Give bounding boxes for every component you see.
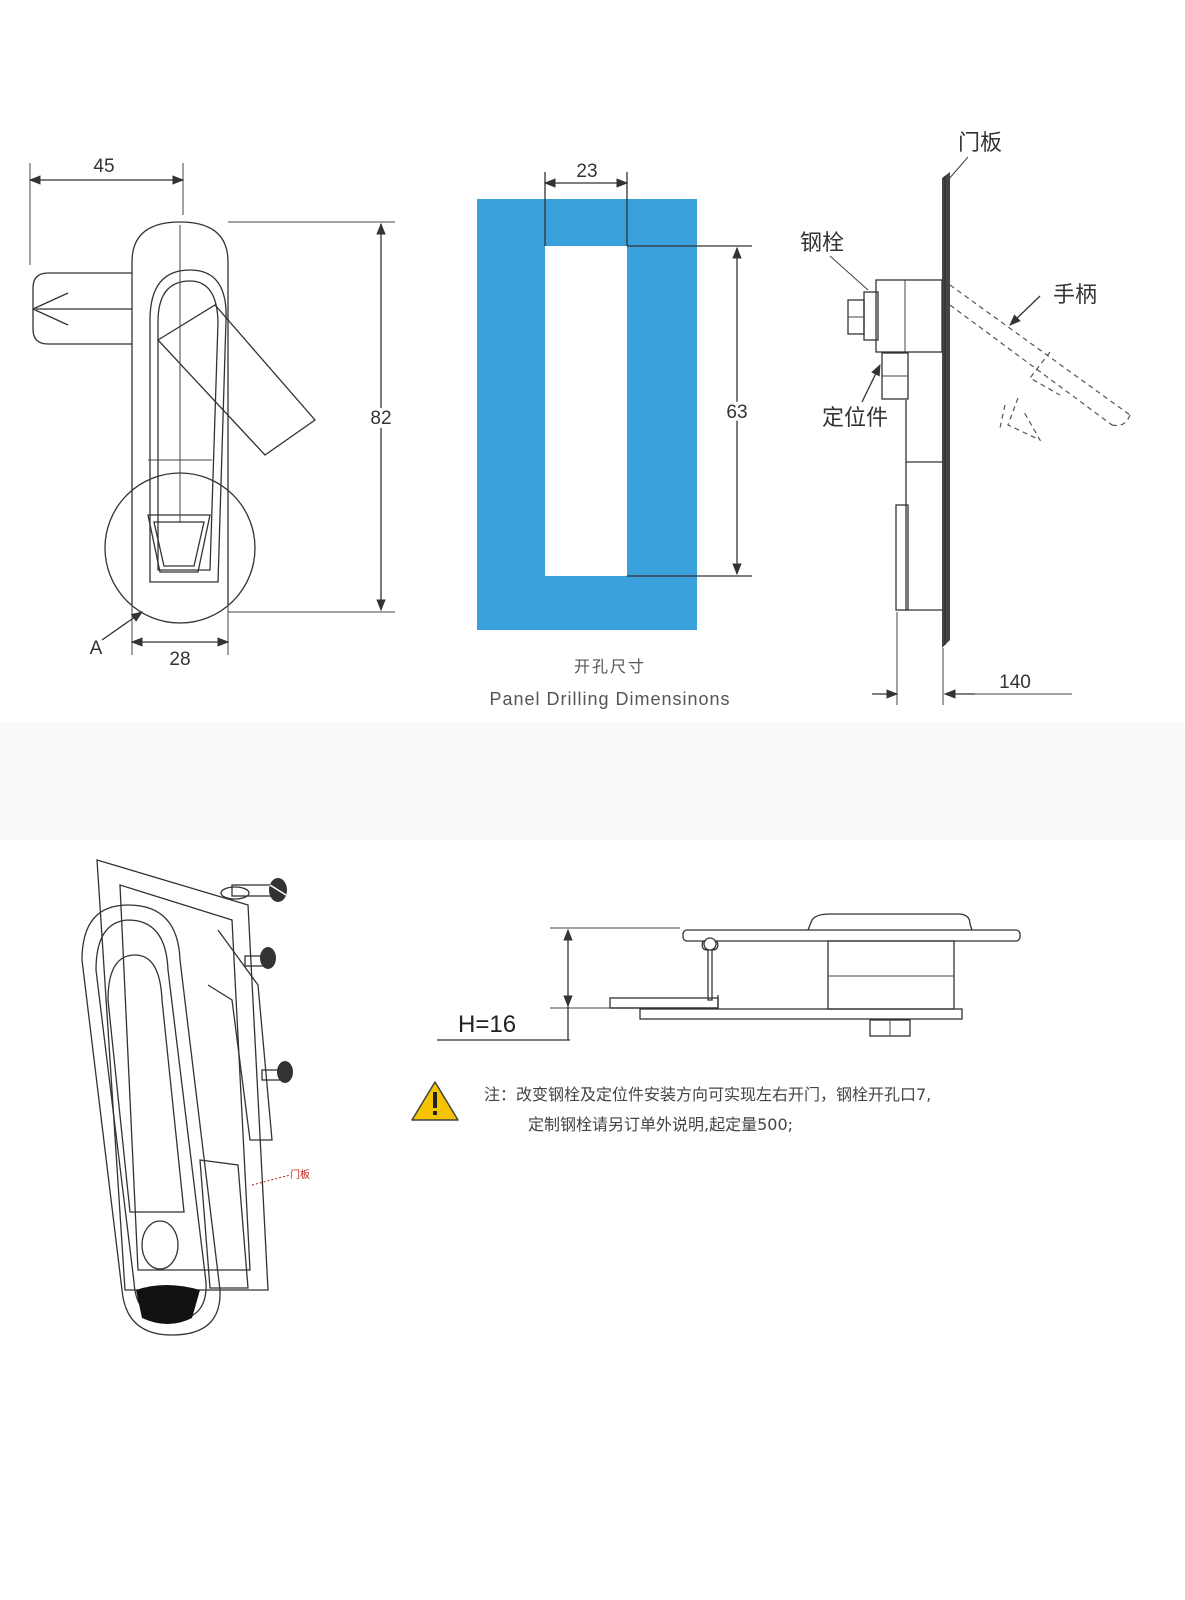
dim-63-label: 63 <box>726 402 747 423</box>
key-cylinder-dark <box>136 1285 200 1324</box>
screw-middle <box>244 947 276 969</box>
drilling-caption-cn: 开孔尺寸 <box>574 657 646 676</box>
note-line-2: 定制钢栓请另订单外说明,起定量500; <box>528 1115 793 1134</box>
drilling-caption-en: Panel Drilling Dimensinons <box>489 689 730 709</box>
drilling-dimensions-drawing: 23 63 开孔尺寸 Panel Drilling Dimensinons <box>477 161 752 709</box>
screw-top <box>220 878 287 902</box>
dim-28-label: 28 <box>169 649 190 670</box>
label-steel-bolt: 钢栓 <box>800 231 844 256</box>
profile-view-drawing: H=16 <box>437 913 1021 1041</box>
perspective-label-panel: 门板 <box>290 1168 310 1181</box>
screw-bottom <box>261 1061 293 1083</box>
dim-23-label: 23 <box>576 161 597 182</box>
door-panel <box>942 172 950 648</box>
front-view-drawing: 45 82 28 A <box>28 156 396 670</box>
warning-icon <box>411 1081 459 1121</box>
label-handle: 手柄 <box>1053 283 1097 308</box>
label-locator: 定位件 <box>822 406 888 431</box>
dim-45-label: 45 <box>93 156 114 177</box>
label-a: A <box>90 638 103 659</box>
label-door-panel: 门板 <box>958 131 1002 156</box>
dim-140-label: 140 <box>999 672 1031 693</box>
note-line-1: 注：改变钢栓及定位件安装方向可实现左右开门，钢栓开孔口7, <box>484 1085 931 1104</box>
dim-h16-label: H=16 <box>458 1011 516 1038</box>
dim-82-label: 82 <box>370 408 391 429</box>
separator-band <box>0 722 1185 840</box>
perspective-view-drawing: 门板 <box>81 859 310 1336</box>
installation-note: 注：改变钢栓及定位件安装方向可实现左右开门，钢栓开孔口7, 定制钢栓请另订单外说… <box>411 1081 931 1134</box>
drilling-cutout <box>545 246 627 576</box>
side-view-drawing: 门板 钢栓 手柄 定位件 140 <box>800 131 1131 705</box>
